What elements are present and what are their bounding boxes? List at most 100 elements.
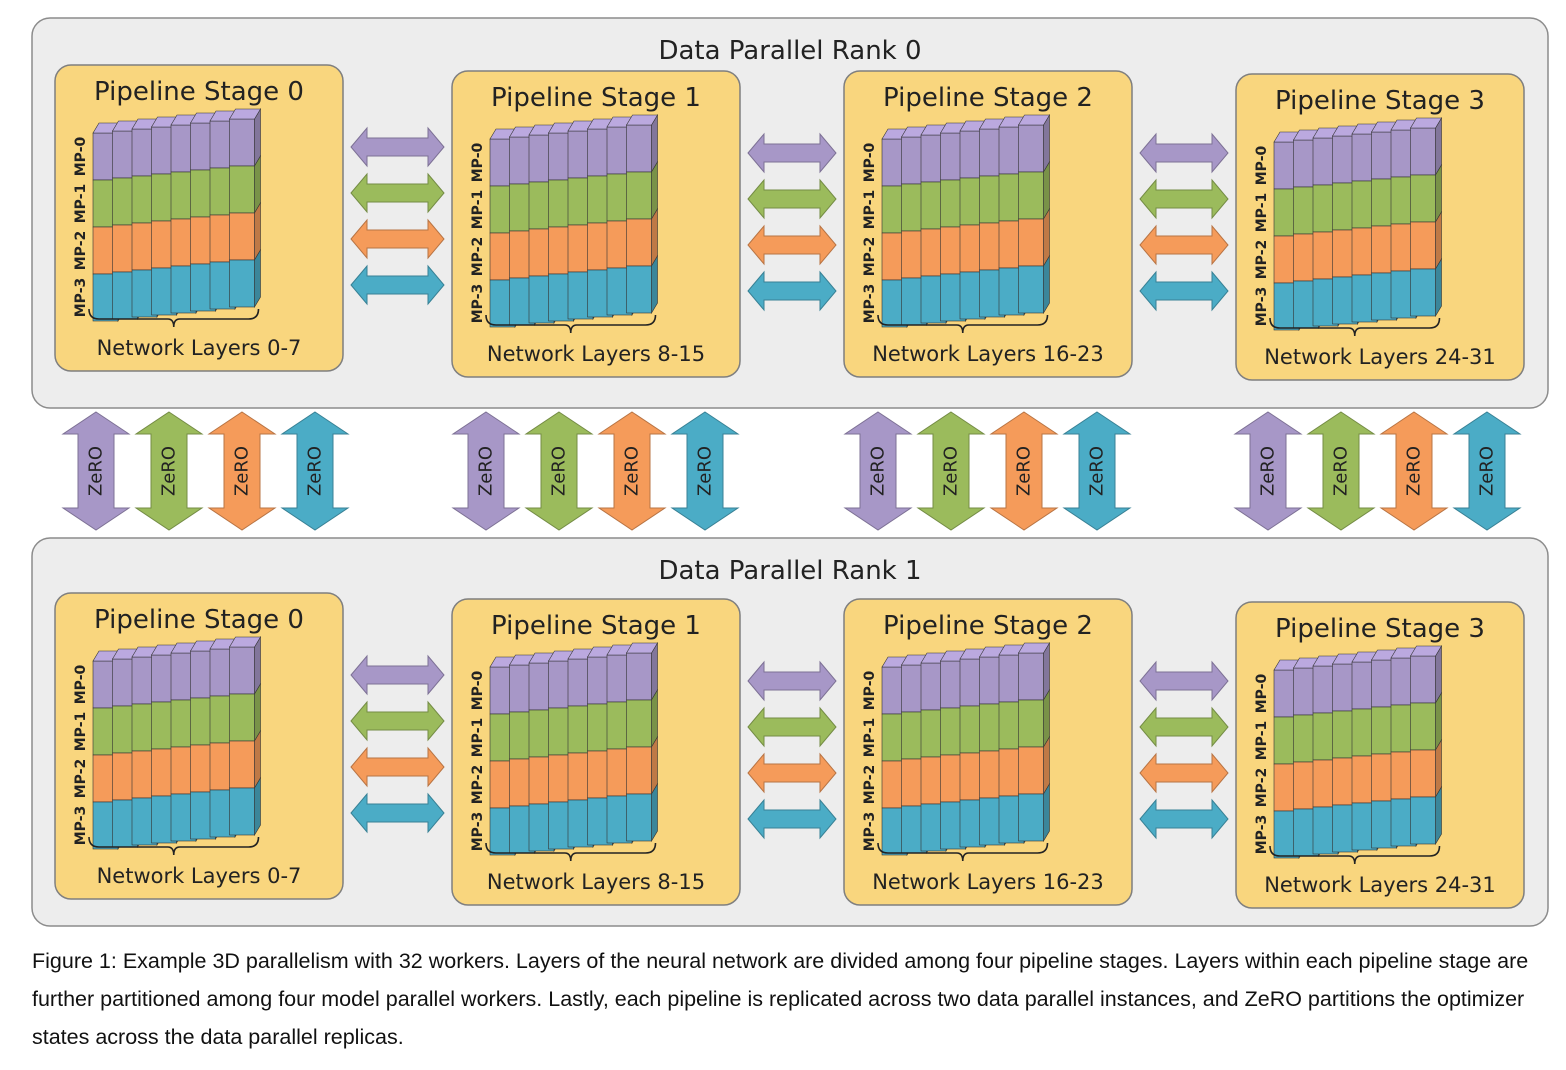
network-layer xyxy=(625,641,659,843)
mp-0-block xyxy=(1410,655,1436,704)
mp-3-block xyxy=(229,787,255,836)
pipeline-arrow-mp-2 xyxy=(350,218,445,260)
network-layers-label: Network Layers 8-15 xyxy=(487,870,705,894)
mp-2-block xyxy=(229,740,255,789)
pipeline-arrow-mp-0 xyxy=(350,126,445,168)
mp-label: MP-1 xyxy=(470,190,486,230)
layer-side-face xyxy=(254,248,261,309)
pipeline-arrow-mp-3 xyxy=(747,798,837,840)
mp-0-block xyxy=(626,124,652,173)
pipeline-arrow-mp-2 xyxy=(1139,752,1229,794)
zero-arrow-stage-0-mp-2: ZeRO xyxy=(207,411,277,531)
zero-arrow-shape xyxy=(1233,411,1303,531)
network-layer xyxy=(228,635,262,837)
mp-label: MP-0 xyxy=(470,142,486,182)
zero-arrow-stage-2-mp-2: ZeRO xyxy=(989,411,1059,531)
mp-2-block xyxy=(1410,749,1436,798)
zero-arrow-shape xyxy=(524,411,594,531)
mp-label: MP-2 xyxy=(470,237,486,277)
pipeline-arrow-mp-3 xyxy=(747,270,837,312)
pipeline-stage-2: Pipeline Stage 2MP-0MP-1MP-2MP-3Network … xyxy=(843,598,1133,906)
network-layers-label: Network Layers 0-7 xyxy=(97,864,302,888)
mp-1-block xyxy=(229,693,255,742)
mp-label: MP-3 xyxy=(862,284,878,324)
layer-brace xyxy=(485,842,657,862)
layer-top-face xyxy=(1017,642,1051,654)
zero-label: ZeRO xyxy=(1404,446,1425,496)
layer-brace xyxy=(877,314,1049,334)
mp-3-block xyxy=(1410,268,1436,317)
layer-side-face xyxy=(651,782,658,843)
mp-label: MP-1 xyxy=(862,190,878,230)
mp-label: MP-1 xyxy=(862,718,878,758)
mp-label: MP-0 xyxy=(73,136,89,176)
mp-label: MP-2 xyxy=(470,765,486,805)
layer-top-face xyxy=(1409,645,1443,657)
pipeline-stage-0: Pipeline Stage 0MP-0MP-1MP-2MP-3Network … xyxy=(54,592,344,900)
stage-title: Pipeline Stage 0 xyxy=(94,605,304,635)
zero-arrow-shape xyxy=(207,411,277,531)
zero-label: ZeRO xyxy=(1258,446,1279,496)
zero-arrow-stage-0-mp-0: ZeRO xyxy=(61,411,131,531)
mp-3-block xyxy=(1018,265,1044,314)
mp-label: MP-3 xyxy=(470,284,486,324)
mp-label: MP-3 xyxy=(1254,815,1270,855)
mp-label: MP-1 xyxy=(1254,193,1270,233)
mp-label: MP-3 xyxy=(73,806,89,846)
mp-label: MP-2 xyxy=(862,765,878,805)
zero-label: ZeRO xyxy=(1014,446,1035,496)
layer-top-face xyxy=(228,108,262,120)
figure-caption: Figure 1: Example 3D parallelism with 32… xyxy=(32,949,1529,1049)
mp-label: MP-0 xyxy=(73,664,89,704)
mp-0-block xyxy=(1018,652,1044,701)
mp-label: MP-3 xyxy=(1254,287,1270,327)
mp-label: MP-3 xyxy=(73,278,89,318)
pipeline-arrow-mp-2 xyxy=(747,224,837,266)
network-layers-label: Network Layers 16-23 xyxy=(872,870,1104,894)
pipeline-stage-1: Pipeline Stage 1MP-0MP-1MP-2MP-3Network … xyxy=(451,598,741,906)
pipeline-arrow-mp-1 xyxy=(1139,706,1229,748)
zero-arrow-shape xyxy=(134,411,204,531)
mp-2-block xyxy=(626,218,652,267)
zero-label: ZeRO xyxy=(232,446,253,496)
mp-label: MP-0 xyxy=(862,670,878,710)
pipeline-arrow-mp-3 xyxy=(1139,270,1229,312)
mp-1-block xyxy=(1018,171,1044,220)
zero-label: ZeRO xyxy=(305,446,326,496)
mp-3-block xyxy=(626,793,652,842)
zero-arrow-stage-3-mp-1: ZeRO xyxy=(1306,411,1376,531)
mp-3-block xyxy=(626,265,652,314)
pipeline-stage-1: Pipeline Stage 1MP-0MP-1MP-2MP-3Network … xyxy=(451,70,741,378)
layer-brace xyxy=(88,836,260,856)
layer-brace xyxy=(1269,845,1441,865)
mp-label: MP-1 xyxy=(73,712,89,752)
layer-top-face xyxy=(1409,117,1443,129)
mp-2-block xyxy=(1018,746,1044,795)
mp-2-block xyxy=(1018,218,1044,267)
pipeline-stage-2: Pipeline Stage 2MP-0MP-1MP-2MP-3Network … xyxy=(843,70,1133,378)
zero-label: ZeRO xyxy=(1331,446,1352,496)
mp-label: MP-2 xyxy=(1254,240,1270,280)
zero-label: ZeRO xyxy=(622,446,643,496)
zero-label: ZeRO xyxy=(476,446,497,496)
zero-arrow-stage-3-mp-3: ZeRO xyxy=(1452,411,1522,531)
mp-label: MP-1 xyxy=(1254,721,1270,761)
zero-arrow-shape xyxy=(280,411,350,531)
network-layers-label: Network Layers 16-23 xyxy=(872,342,1104,366)
mp-0-block xyxy=(229,646,255,695)
layer-top-face xyxy=(625,642,659,654)
network-layer xyxy=(228,107,262,309)
network-layer xyxy=(625,113,659,315)
pipeline-arrow-mp-2 xyxy=(350,746,445,788)
zero-arrow-shape xyxy=(989,411,1059,531)
mp-0-block xyxy=(1410,127,1436,176)
pipeline-arrow-mp-3 xyxy=(350,264,445,306)
zero-label: ZeRO xyxy=(86,446,107,496)
rank-title: Data Parallel Rank 0 xyxy=(658,36,921,66)
network-layers-label: Network Layers 24-31 xyxy=(1264,345,1496,369)
zero-arrow-stage-0-mp-3: ZeRO xyxy=(280,411,350,531)
zero-arrow-stage-1-mp-2: ZeRO xyxy=(597,411,667,531)
pipeline-arrow-mp-1 xyxy=(350,172,445,214)
pipeline-arrow-mp-2 xyxy=(747,752,837,794)
